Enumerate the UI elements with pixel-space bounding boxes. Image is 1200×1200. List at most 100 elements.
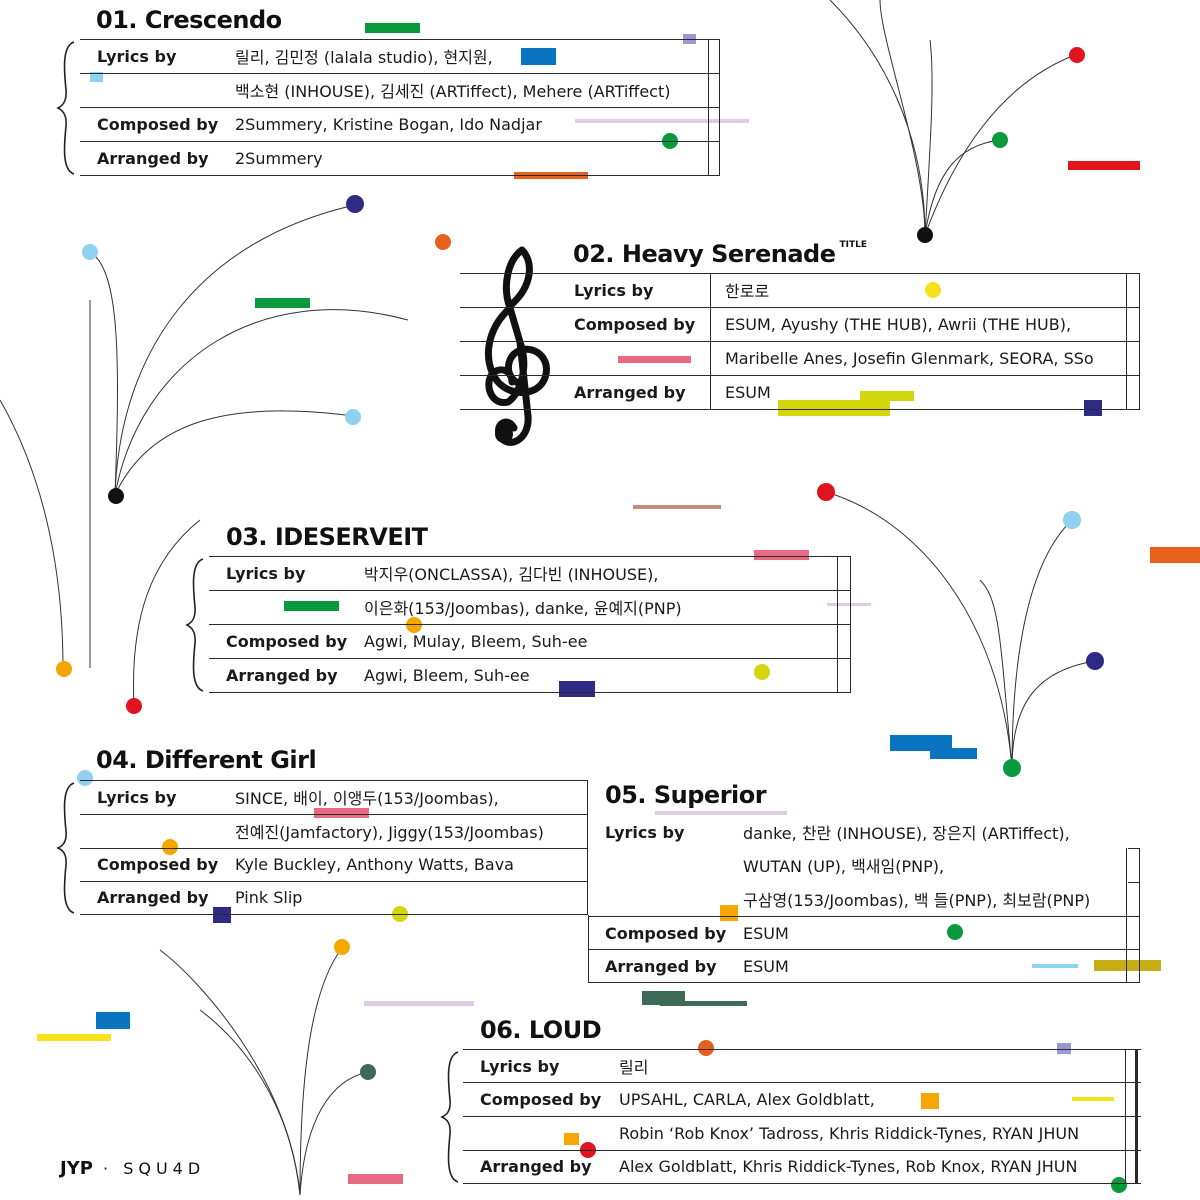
credit-label: Composed by (226, 631, 348, 651)
bar (1032, 964, 1078, 968)
credit-row: Robin ‘Rob Knox’ Tadross, Khris Riddick-… (463, 1116, 1141, 1150)
credit-row: Arranged by Agwi, Bleem, Suh-ee (209, 658, 851, 692)
firework-curve (133, 519, 201, 706)
credit-label: Composed by (574, 314, 696, 334)
firework-curve (114, 204, 356, 496)
track-title: 01. Crescendo (96, 6, 282, 34)
bar (284, 601, 339, 611)
credit-row: Maribelle Anes, Josefin Glenmark, SEORA,… (460, 341, 1140, 375)
track-credits-staff: Lyrics by danke, 찬란 (INHOUSE), 장은지 (ARTi… (588, 815, 1140, 983)
bar (213, 907, 231, 923)
credit-value: 2Summery (235, 148, 323, 168)
dot (334, 939, 350, 955)
bar (655, 811, 787, 815)
credit-row: Arranged by 2Summery (80, 141, 720, 175)
credit-value: 구삼영(153/Joombas), 백 들(PNP), 최보람(PNP) (743, 891, 1091, 910)
credit-value: Agwi, Bleem, Suh-ee (364, 665, 530, 685)
bar (778, 400, 890, 416)
dot (435, 234, 451, 250)
credit-label: Composed by (97, 854, 219, 874)
credit-row: 전예진(Jamfactory), Jiggy(153/Joombas) (80, 814, 588, 848)
jyp-logo: JYP (60, 1158, 93, 1179)
firework-curve (114, 309, 409, 496)
credit-row: Lyrics by SINCE, 배이, 이앵두(153/Joombas), (80, 780, 588, 814)
bar (720, 905, 738, 921)
credit-row: Arranged by Alex Goldblatt, Khris Riddic… (463, 1149, 1141, 1183)
credit-row: Composed by ESUM (588, 916, 1140, 950)
dot (1069, 47, 1085, 63)
bar (96, 1012, 130, 1029)
bar (930, 748, 977, 759)
credit-row: Arranged by Pink Slip (80, 880, 588, 914)
footer-label: SQU4D (123, 1159, 206, 1178)
bar (1057, 1043, 1071, 1054)
credit-row: Lyrics by 박지우(ONCLASSA), 김다빈 (INHOUSE), (209, 556, 851, 590)
bar (921, 1093, 939, 1109)
dot (56, 661, 72, 677)
firework-curve (825, 491, 1013, 769)
credit-value: 2Summery, Kristine Bogan, Ido Nadjar (235, 114, 542, 134)
dot (126, 698, 142, 714)
bar (754, 550, 809, 560)
dot (925, 282, 941, 298)
firework-curve (924, 54, 1076, 236)
track-title: 05. Superior (605, 781, 767, 809)
bar (348, 1174, 403, 1184)
bar (255, 298, 310, 308)
credit-label: Arranged by (605, 956, 717, 976)
firework-curve (879, 0, 926, 236)
firework-curve (0, 399, 64, 669)
credit-label: Arranged by (226, 665, 338, 685)
dot (346, 195, 364, 213)
firework-curve (979, 579, 1013, 769)
bar (633, 505, 721, 509)
credit-label: Lyrics by (574, 280, 654, 300)
firework-curve (114, 410, 354, 496)
credit-row: Lyrics by 한로로 (460, 273, 1140, 307)
credit-row: Composed by ESUM, Ayushy (THE HUB), Awri… (460, 307, 1140, 341)
credit-label: Arranged by (97, 148, 209, 168)
credit-row: 구삼영(153/Joombas), 백 들(PNP), 최보람(PNP) (588, 882, 1140, 916)
credit-label: Arranged by (97, 887, 209, 907)
credit-label: Lyrics by (97, 787, 177, 807)
brace-icon (185, 558, 204, 692)
credit-label: Composed by (97, 114, 219, 134)
bar (90, 72, 103, 82)
credit-row: Arranged by ESUM (588, 949, 1140, 983)
credit-row: 이은화(153/Joombas), danke, 윤예지(PNP) (209, 590, 851, 624)
credit-value: 릴리, 김민정 (lalala studio), 현지원, (235, 48, 493, 67)
bar (37, 1034, 111, 1041)
bar (364, 1001, 474, 1006)
firework-curve (924, 139, 1001, 236)
credit-row: Lyrics by danke, 찬란 (INHOUSE), 장은지 (ARTi… (588, 815, 1140, 849)
dot (1003, 759, 1021, 777)
credit-value: UPSAHL, CARLA, Alex Goldblatt, (619, 1089, 875, 1109)
firework-curve (1011, 660, 1096, 769)
credit-value: danke, 찬란 (INHOUSE), 장은지 (ARTiffect), (743, 824, 1070, 843)
track-credits-staff: Lyrics by 한로로 Composed by ESUM, Ayushy (… (460, 273, 1140, 411)
bar (1068, 161, 1140, 170)
credit-value: 릴리 (619, 1058, 649, 1077)
credit-value: Pink Slip (235, 887, 303, 907)
credit-label: Composed by (480, 1089, 602, 1109)
title-track-badge: TITLE (839, 240, 868, 250)
credit-value: ESUM (743, 923, 789, 943)
credit-label: Lyrics by (605, 822, 685, 842)
credit-row: Lyrics by 릴리 (463, 1049, 1141, 1083)
treble-clef-icon (484, 246, 550, 446)
firework-curve (199, 1009, 301, 1196)
credit-value: 전예진(Jamfactory), Jiggy(153/Joombas) (235, 823, 544, 842)
dot (1063, 511, 1081, 529)
credit-value: Alex Goldblatt, Khris Riddick-Tynes, Rob… (619, 1156, 1078, 1176)
dot (82, 244, 98, 260)
dot (1111, 1177, 1127, 1193)
bar (575, 119, 749, 123)
bar (559, 681, 595, 697)
credit-value: Kyle Buckley, Anthony Watts, Bava (235, 854, 514, 874)
credit-label: Arranged by (480, 1156, 592, 1176)
credit-value: 이은화(153/Joombas), danke, 윤예지(PNP) (364, 599, 682, 618)
dot (77, 770, 93, 786)
brace-icon (56, 782, 75, 914)
dot (992, 132, 1008, 148)
